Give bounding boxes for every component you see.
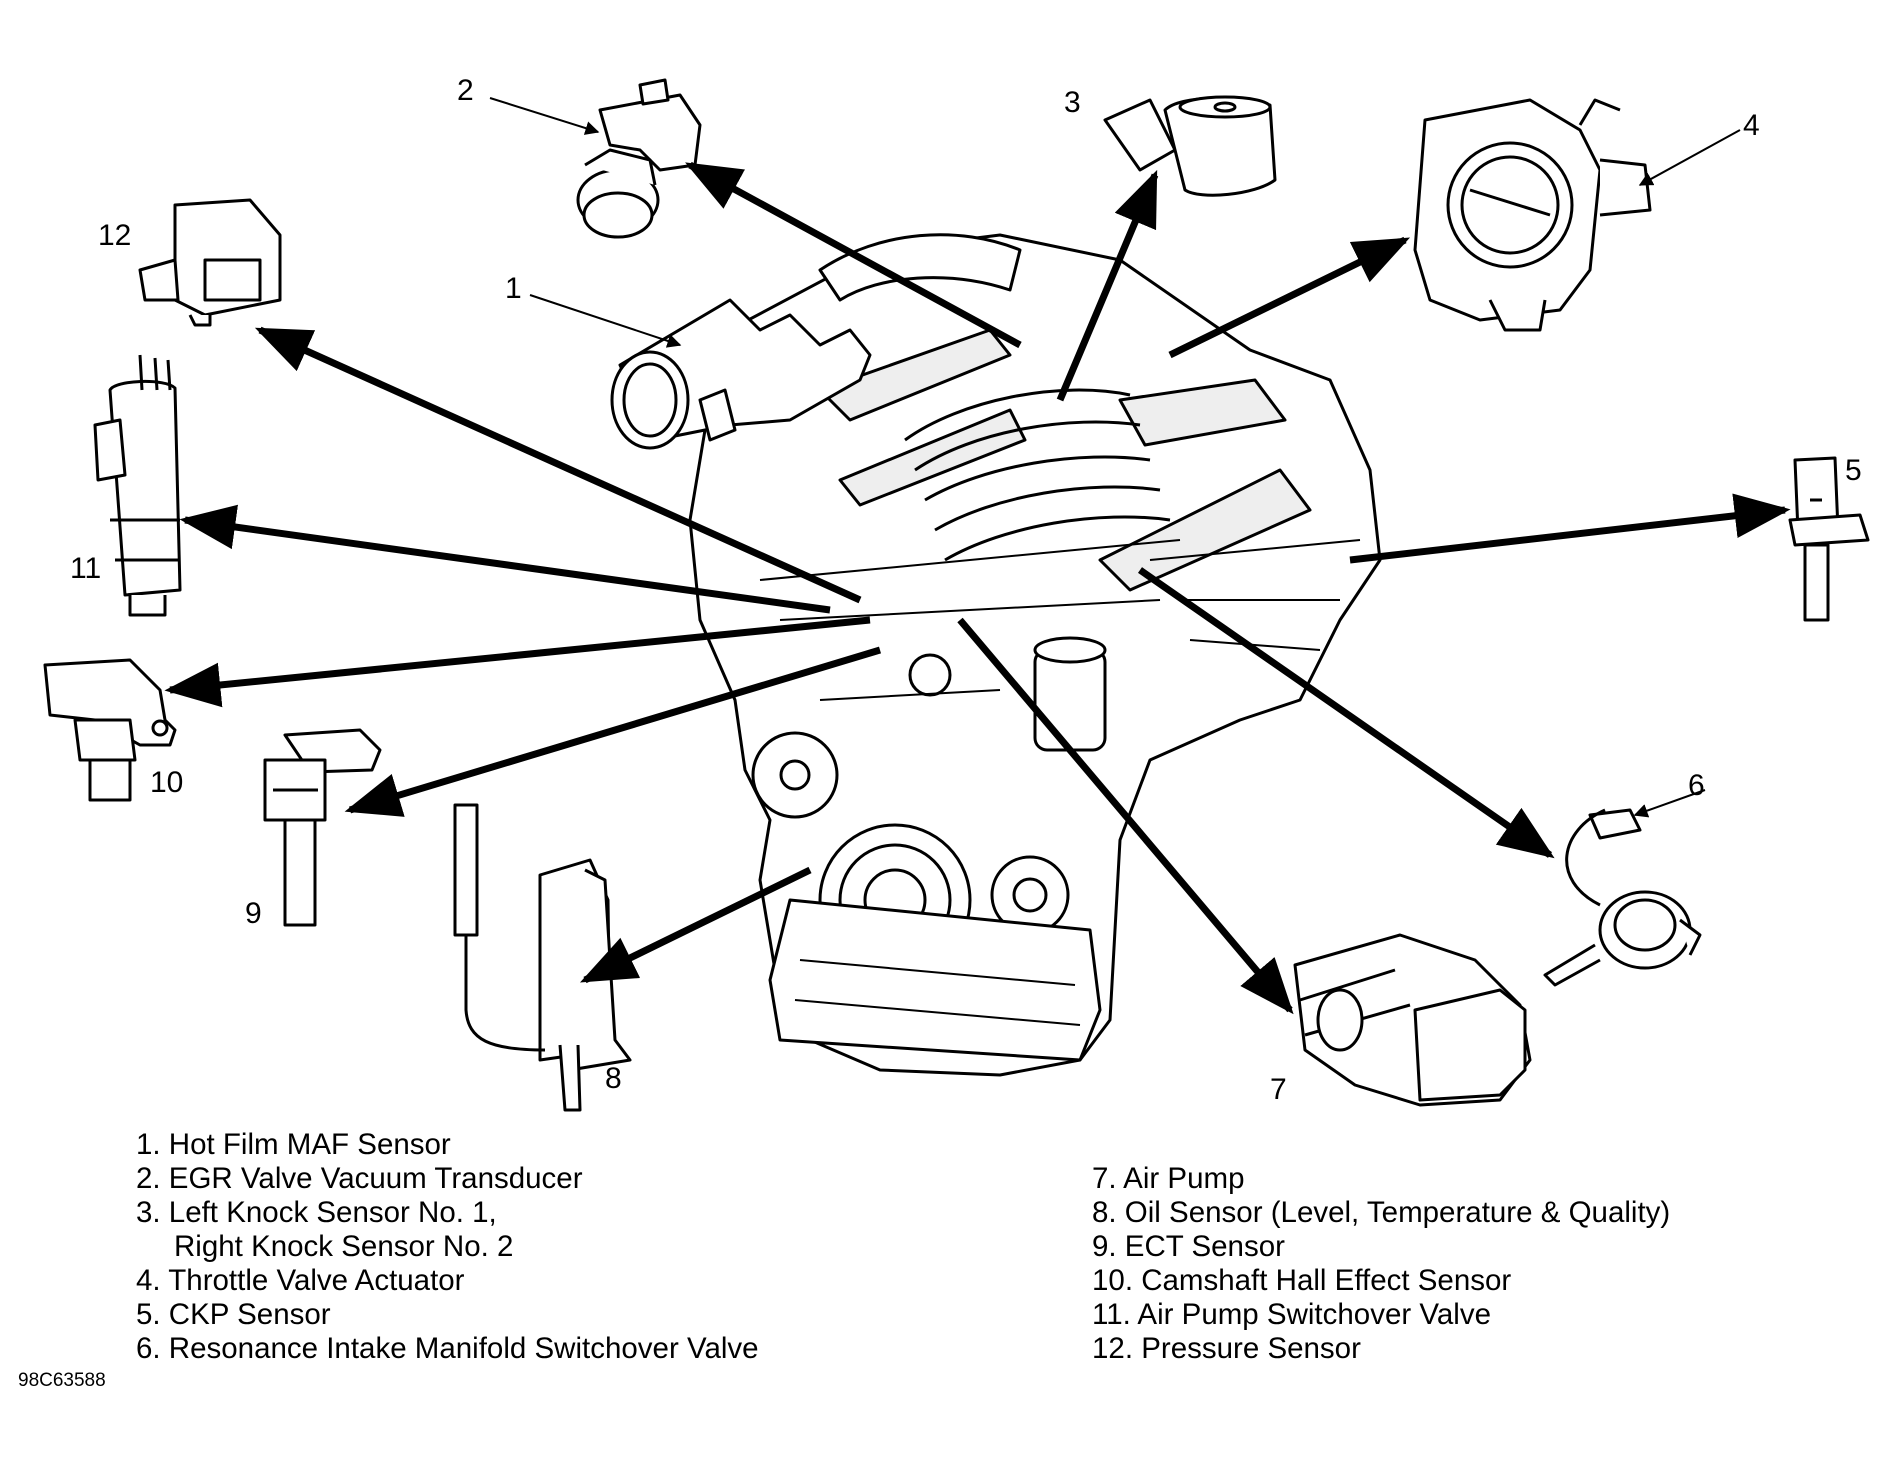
callout-9: 9 bbox=[245, 897, 262, 930]
legend-item-9: 9. ECT Sensor bbox=[1092, 1230, 1285, 1263]
callout-3: 3 bbox=[1064, 86, 1081, 119]
pointer-arrow-6 bbox=[1138, 567, 1555, 859]
figure-code: 98C63588 bbox=[18, 1370, 106, 1391]
legend-item-4: 4. Throttle Valve Actuator bbox=[136, 1264, 465, 1297]
egr-valve-vacuum-transducer-icon bbox=[576, 78, 702, 239]
legend-item-10: 10. Camshaft Hall Effect Sensor bbox=[1092, 1264, 1512, 1297]
legend-item-11: 11. Air Pump Switchover Valve bbox=[1092, 1298, 1491, 1331]
pointer-arrow-12 bbox=[254, 326, 862, 604]
callout-7: 7 bbox=[1270, 1073, 1287, 1106]
leader-line-1 bbox=[529, 294, 682, 348]
pointer-arrow-11 bbox=[179, 504, 831, 614]
callout-5: 5 bbox=[1845, 454, 1862, 487]
callout-2: 2 bbox=[457, 74, 474, 107]
legend-item-6: 6. Resonance Intake Manifold Switchover … bbox=[136, 1332, 759, 1365]
pointer-arrow-3 bbox=[1056, 169, 1159, 402]
legend-item-3-continued: Right Knock Sensor No. 2 bbox=[174, 1230, 514, 1263]
pointer-arrow-2 bbox=[685, 161, 1022, 349]
legend-item-1: 1. Hot Film MAF Sensor bbox=[136, 1128, 451, 1161]
air-pump-icon bbox=[1293, 933, 1532, 1107]
throttle-valve-actuator-icon bbox=[1413, 98, 1652, 332]
pressure-sensor-icon bbox=[138, 198, 282, 327]
leader-line-2 bbox=[489, 97, 600, 135]
callout-4: 4 bbox=[1743, 109, 1760, 142]
engine-illustration bbox=[610, 233, 1382, 1077]
ect-sensor-icon bbox=[263, 728, 382, 927]
pointer-arrow-5 bbox=[1349, 493, 1791, 564]
air-pump-switchover-valve-icon bbox=[93, 354, 182, 617]
callout-10: 10 bbox=[150, 766, 183, 799]
pointer-arrow-4 bbox=[1168, 236, 1411, 359]
resonance-switchover-valve-icon bbox=[1543, 808, 1702, 987]
callout-8: 8 bbox=[605, 1062, 622, 1095]
camshaft-hall-sensor-icon bbox=[43, 658, 177, 802]
leader-line-4 bbox=[1638, 129, 1741, 186]
ckp-sensor-icon bbox=[1788, 456, 1870, 622]
pointer-arrow-9 bbox=[344, 646, 882, 817]
callout-12: 12 bbox=[98, 219, 131, 252]
legend-left-column: 1. Hot Film MAF Sensor 2. EGR Valve Vacu… bbox=[136, 1128, 759, 1366]
callout-6: 6 bbox=[1688, 769, 1705, 802]
pointer-arrow-7 bbox=[957, 617, 1294, 1015]
pointer-arrow-10 bbox=[164, 616, 871, 708]
legend-item-2: 2. EGR Valve Vacuum Transducer bbox=[136, 1162, 583, 1195]
knock-sensor-icon bbox=[1103, 95, 1277, 197]
legend-item-3: 3. Left Knock Sensor No. 1, bbox=[136, 1196, 497, 1229]
callout-labels: 1 2 3 4 5 6 7 8 9 10 11 12 bbox=[70, 74, 1862, 1106]
callout-11: 11 bbox=[70, 552, 101, 585]
legend-item-7: 7. Air Pump bbox=[1092, 1162, 1245, 1195]
legend-right-column: 7. Air Pump 8. Oil Sensor (Level, Temper… bbox=[1092, 1162, 1670, 1366]
legend-item-5: 5. CKP Sensor bbox=[136, 1298, 331, 1331]
leader-line-6 bbox=[1633, 789, 1706, 818]
legend-item-8: 8. Oil Sensor (Level, Temperature & Qual… bbox=[1092, 1196, 1671, 1229]
oil-sensor-icon bbox=[453, 803, 632, 1112]
pointer-arrow-8 bbox=[579, 866, 812, 984]
legend-item-12: 12. Pressure Sensor bbox=[1092, 1332, 1361, 1365]
callout-1: 1 bbox=[505, 272, 522, 305]
